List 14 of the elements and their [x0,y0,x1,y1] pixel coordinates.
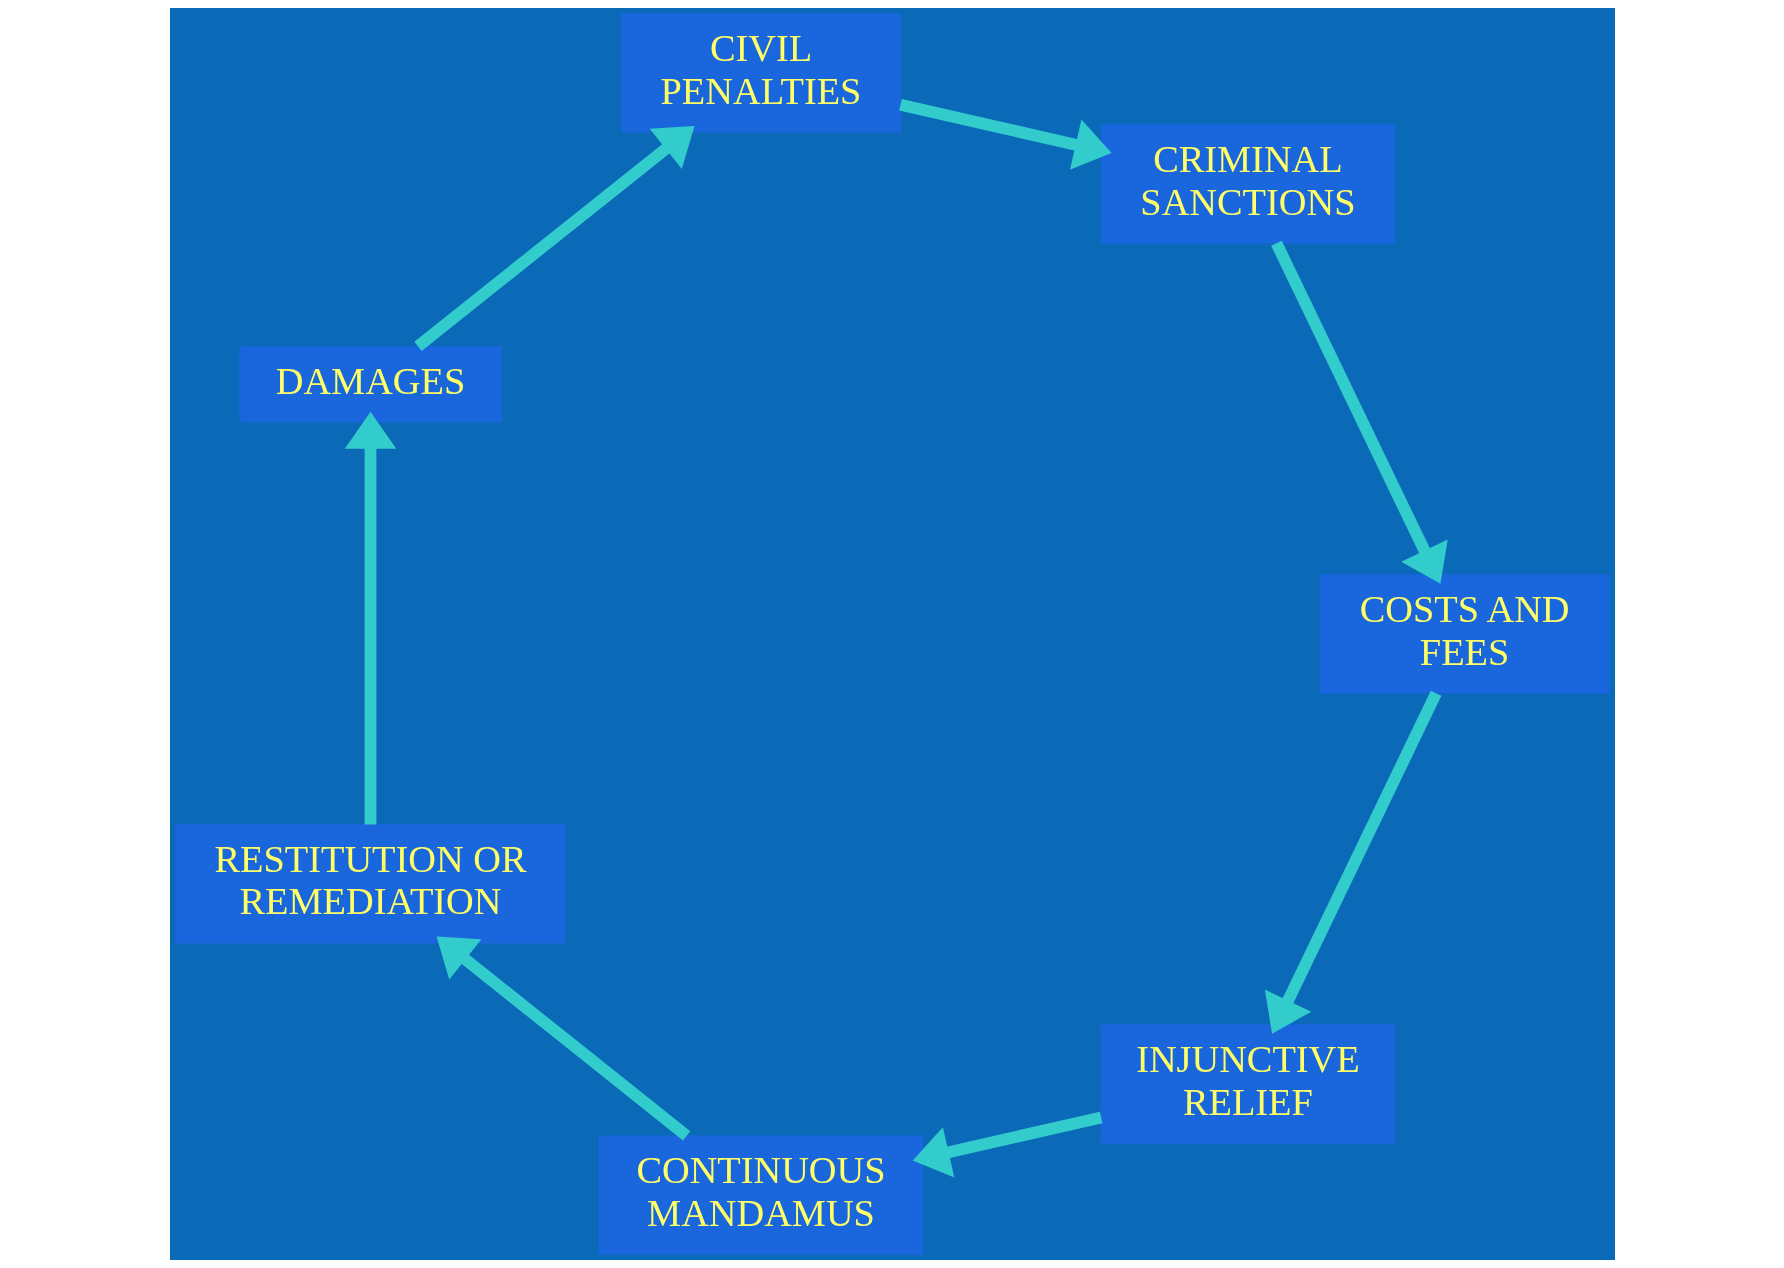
node-box: INJUNCTIVE RELIEF [1100,1024,1395,1144]
arrow [413,125,695,352]
node-box: RESTITUTION OR REMEDIATION [174,824,566,944]
arrow [436,936,690,1141]
arrow [912,1111,1102,1178]
node-box: CONTINUOUS MANDAMUS [598,1135,923,1255]
arrow [898,99,1112,170]
node-box: COSTS AND FEES [1318,574,1610,694]
arrow [1270,240,1448,584]
node-box: CIVIL PENALTIES [620,13,901,133]
arrow [1264,690,1441,1034]
node-box: CRIMINAL SANCTIONS [1100,124,1395,244]
arrow [344,411,396,825]
node-box: DAMAGES [238,345,502,423]
